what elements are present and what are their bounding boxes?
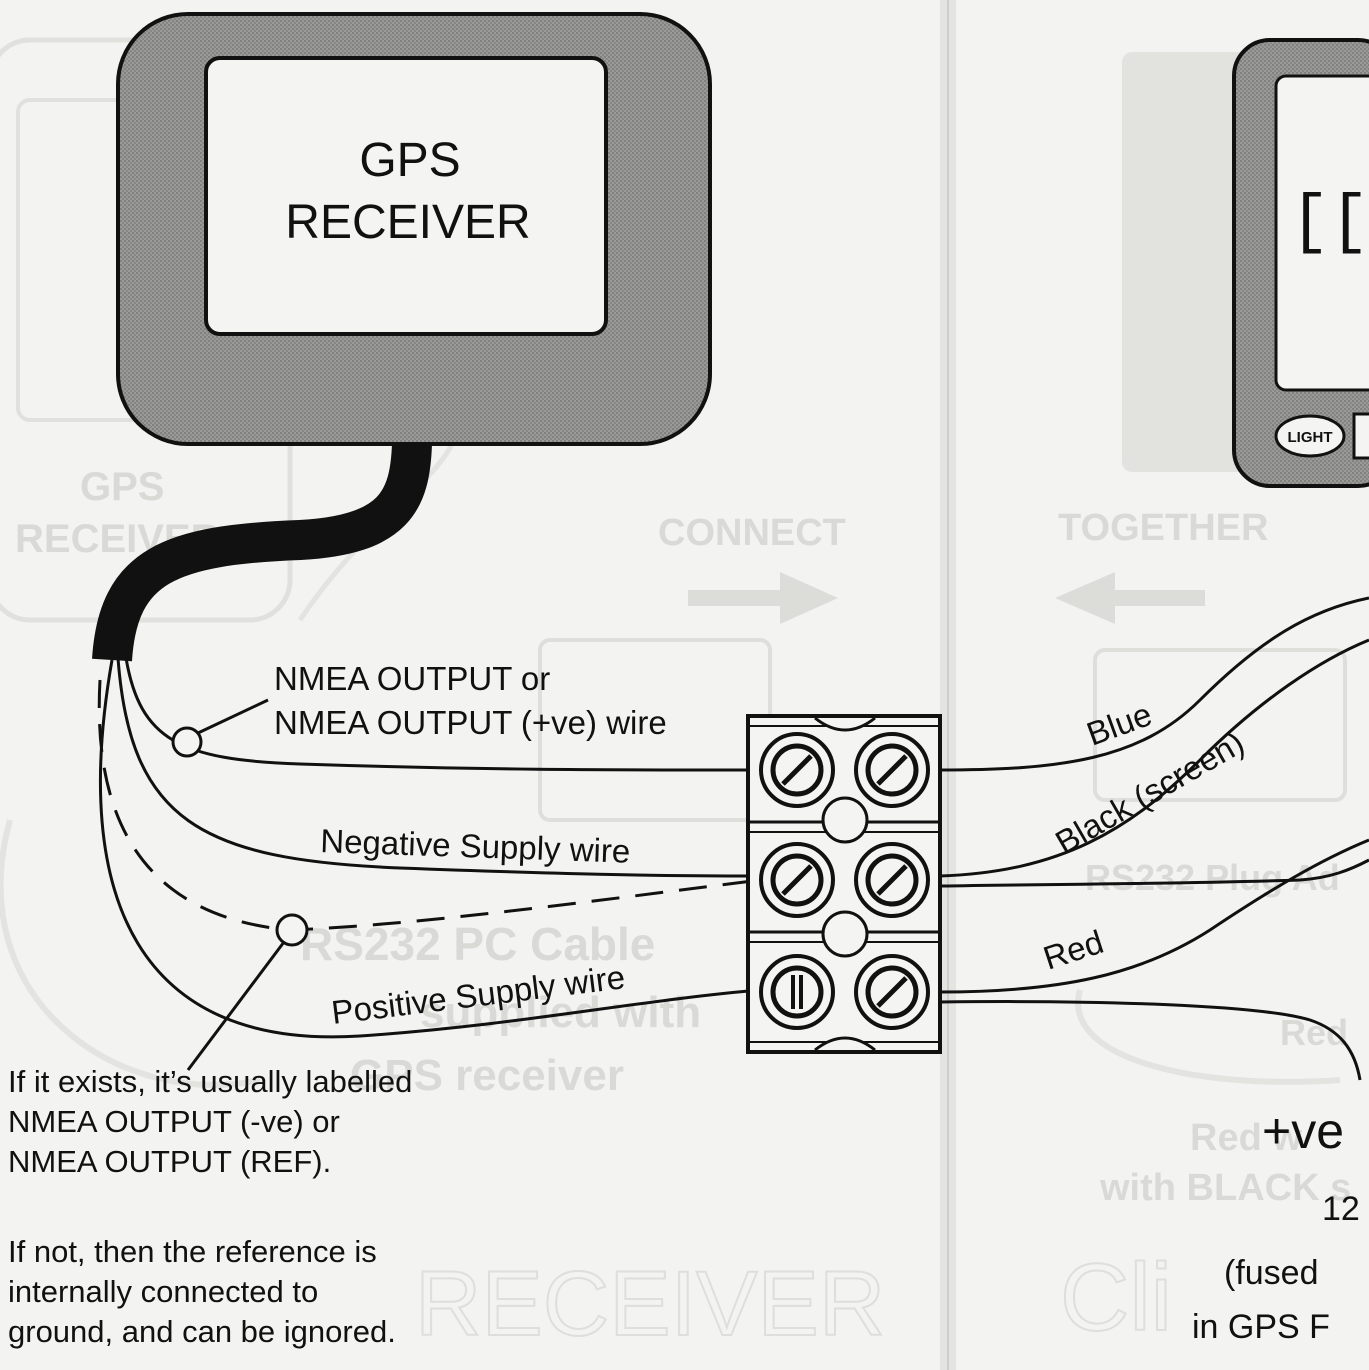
screw-top-right: [854, 732, 930, 808]
screw-top-left: [759, 732, 835, 808]
ghost-rs232-plug: RS232 Plug Ad: [1085, 857, 1340, 898]
ghost-receiver-big: RECEIVER: [415, 1253, 885, 1355]
left-wires: [97, 657, 761, 1071]
nmea-marker-circle: [171, 726, 203, 758]
wire-positive-supply: [98, 659, 761, 1039]
terminal-notch: [814, 716, 876, 732]
instrument-display: [[ LIGHT: [1122, 38, 1369, 488]
label-black-screen-wire: Black (screen): [1049, 724, 1250, 861]
ghost-red-wire: Red w: [1190, 1117, 1302, 1159]
reference-note: If it exists, it’s usually labelled NMEA…: [8, 1062, 412, 1182]
instrument-lcd: [1274, 74, 1369, 392]
terminal-notch: [814, 1036, 876, 1052]
reference-note-line1: If it exists, it’s usually labelled: [8, 1064, 413, 1099]
ground-note-line3: ground, and can be ignored.: [8, 1314, 396, 1349]
ghost-clipper: Cli: [1060, 1244, 1172, 1351]
label-red-wire: Red: [1039, 923, 1108, 977]
gps-cable: [92, 443, 432, 662]
wire-black-screen: [939, 638, 1369, 878]
in-gps-label: in GPS F: [1192, 1308, 1330, 1346]
gps-receiver: GPS RECEIVER: [116, 12, 712, 446]
light-button-label: LIGHT: [1288, 429, 1333, 446]
screw-middle-left: [759, 842, 835, 918]
light-button[interactable]: [1274, 414, 1346, 458]
instrument-lcd-text: [[: [1290, 185, 1369, 260]
ghost-gps: GPS: [80, 465, 164, 509]
ghost-connect: CONNECT: [658, 512, 846, 554]
terminal-mount-hole: [821, 910, 869, 958]
wire-nmea-output: [124, 657, 761, 772]
wire-black-return: [939, 858, 1369, 888]
ground-note-line2: internally connected to: [8, 1274, 319, 1309]
ghost-gps-receiver: GPS receiver: [350, 1051, 624, 1100]
wire-red-return: [939, 1000, 1362, 1081]
wire-red: [939, 838, 1369, 994]
gps-receiver-title-line2: RECEIVER: [285, 196, 530, 249]
ghost-supplied-with: supplied with: [420, 988, 701, 1037]
gps-receiver-screen: [204, 56, 608, 336]
ghost-artwork: GPS RECEIVER CONNECT TOGETHER RS232 PC C…: [0, 37, 1351, 1356]
label-nmea-line1: NMEA OUTPUT or: [274, 660, 550, 697]
ghost-loop-cable-right: [1075, 989, 1341, 1085]
ghost-with-black: with BLACK s: [1099, 1167, 1351, 1209]
screw-bottom-right: [854, 954, 930, 1030]
ghost-together: TOGETHER: [1058, 507, 1268, 549]
ghost-loop-cable: [0, 819, 261, 1088]
screw-bottom-left: [759, 954, 835, 1030]
screw-middle-right: [854, 842, 930, 918]
reference-note-line2: NMEA OUTPUT (-ve) or: [8, 1104, 340, 1139]
reference-leader-line: [186, 941, 286, 1071]
reference-note-line3: NMEA OUTPUT (REF).: [8, 1144, 332, 1179]
wire-blue: [939, 596, 1369, 772]
nmea-leader-line: [197, 698, 269, 735]
right-wires: [939, 596, 1369, 1081]
ghost-arrow-left: [1055, 572, 1205, 624]
label-nmea-line2: NMEA OUTPUT (+ve) wire: [274, 704, 667, 741]
terminal-block: [746, 714, 942, 1054]
reference-marker-circle: [275, 913, 309, 947]
gps-receiver-title-line1: GPS: [359, 134, 460, 187]
ghost-rs232-cable: RS232 PC Cable: [300, 918, 655, 970]
supply-volts-label: 12: [1322, 1190, 1360, 1228]
label-negative-supply: Negative Supply wire: [320, 822, 631, 870]
wire-negative-supply: [116, 657, 761, 878]
ghost-red-right: Red: [1280, 1012, 1348, 1053]
plus-ve-label: +ve: [1262, 1103, 1344, 1159]
ghost-connector-right: [1093, 648, 1347, 802]
instrument-button-partial: [1352, 412, 1369, 460]
ghost-arrow-right: [688, 572, 838, 624]
ground-note: If not, then the reference is internally…: [8, 1232, 396, 1352]
terminal-mount-hole: [821, 796, 869, 844]
ground-note-line1: If not, then the reference is: [8, 1234, 377, 1269]
fused-label: (fused: [1224, 1254, 1319, 1292]
